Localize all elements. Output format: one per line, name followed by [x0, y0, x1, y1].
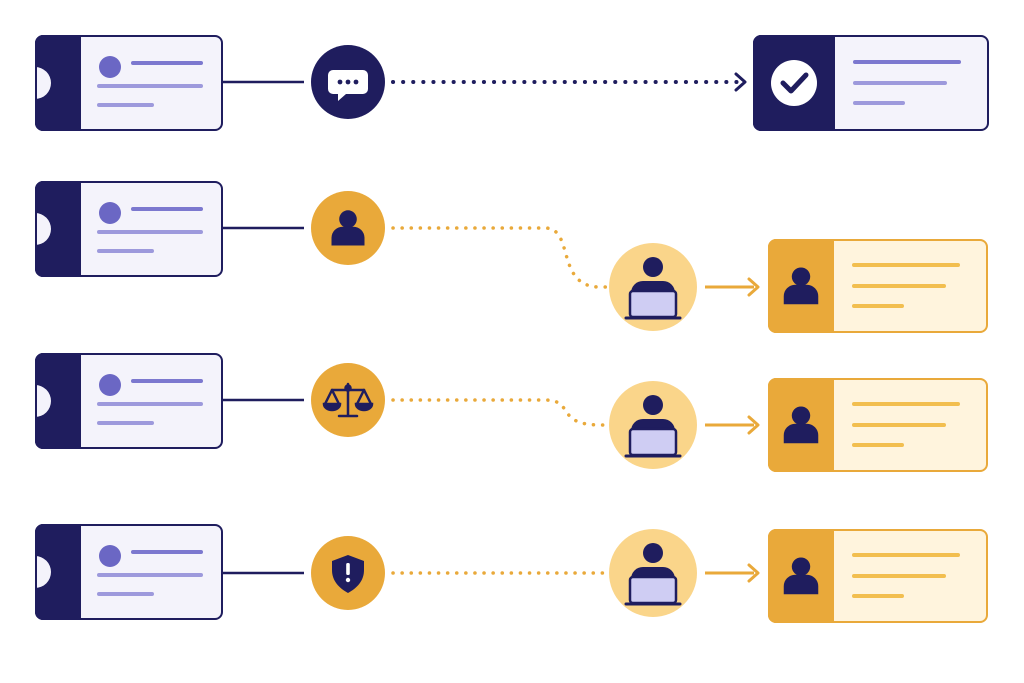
source-ticket — [35, 35, 223, 131]
flow-chat — [35, 35, 989, 131]
hub-account — [311, 191, 385, 265]
resolved-ticket — [753, 35, 989, 131]
source-ticket — [35, 353, 223, 449]
check-mark — [780, 72, 809, 94]
laptop-icon — [628, 575, 678, 605]
ticket-stub — [35, 35, 81, 131]
ticket-stub — [35, 524, 81, 620]
agent-head — [643, 395, 663, 415]
chat-bubble-icon — [328, 70, 368, 101]
agent-head — [643, 257, 663, 277]
ticket-stub — [35, 181, 81, 277]
ticket-avatar-dot — [99, 202, 121, 224]
hub-chat — [311, 45, 385, 119]
hub-legal — [311, 363, 385, 437]
support-agent — [609, 243, 697, 331]
check-circle-icon — [771, 60, 817, 106]
agent-head — [643, 543, 663, 563]
arrow-head — [734, 72, 747, 92]
support-agent — [609, 529, 697, 617]
shield-alert-icon — [332, 555, 364, 593]
scales-icon — [322, 382, 374, 418]
flow-security — [35, 524, 988, 623]
source-ticket — [35, 181, 223, 277]
hub-security — [311, 536, 385, 610]
laptop-icon — [628, 427, 678, 457]
flow-account — [35, 181, 988, 333]
ticket-stub — [35, 353, 81, 449]
dotted-connector — [391, 226, 608, 289]
flow-legal — [35, 353, 988, 472]
arrow-head — [747, 415, 760, 435]
support-agent — [609, 381, 697, 469]
source-ticket — [35, 524, 223, 620]
assigned-ticket — [768, 239, 988, 333]
arrow-head — [747, 563, 760, 583]
assigned-ticket — [768, 529, 988, 623]
assigned-ticket — [768, 378, 988, 472]
ticket-avatar-dot — [99, 374, 121, 396]
laptop-icon — [628, 289, 678, 319]
ticket-avatar-dot — [99, 56, 121, 78]
user-icon — [783, 557, 819, 595]
arrow-head — [747, 277, 760, 297]
user-icon — [331, 210, 365, 246]
ticket-avatar-dot — [99, 545, 121, 567]
user-icon — [783, 267, 819, 305]
user-icon — [783, 406, 819, 444]
dotted-connector — [391, 398, 608, 427]
